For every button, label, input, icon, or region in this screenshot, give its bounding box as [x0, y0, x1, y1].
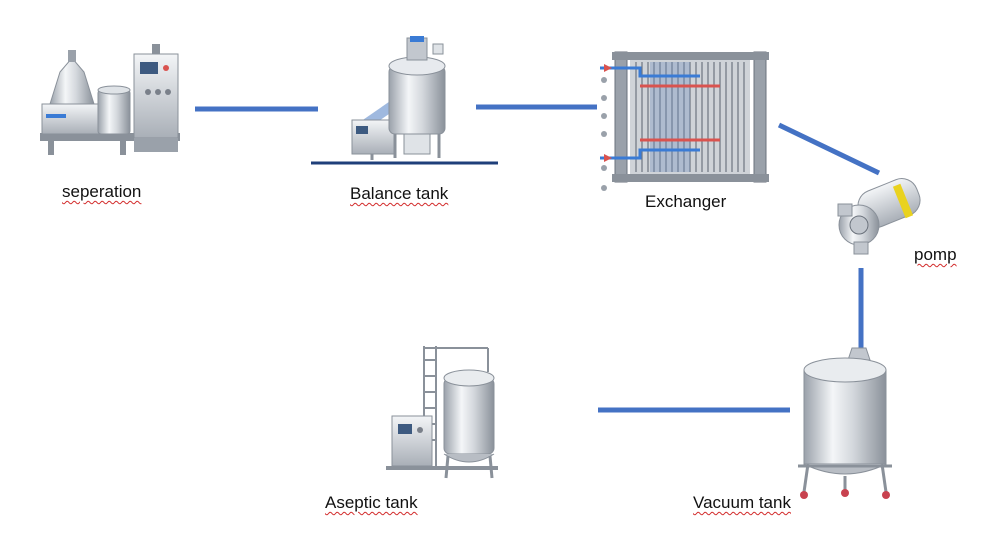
vacuum-tank-icon — [798, 347, 892, 499]
centrifugal-pump-icon — [837, 178, 921, 255]
balance-tank-icon — [351, 36, 446, 160]
aseptic-tank-icon — [386, 346, 498, 479]
connectors — [195, 104, 881, 413]
label-pump: pomp — [914, 245, 957, 264]
label-separation: seperation — [62, 182, 142, 201]
label-vacuum-tank: Vacuum tank — [693, 493, 791, 512]
label-aseptic-tank: Aseptic tank — [325, 493, 418, 512]
label-exchanger: Exchanger — [645, 192, 727, 211]
label-balance-tank: Balance tank — [350, 184, 449, 203]
plate-heat-exchanger-icon — [600, 51, 769, 191]
edge-exchanger-to-pump — [777, 122, 881, 176]
separator-machine-icon — [40, 44, 180, 155]
